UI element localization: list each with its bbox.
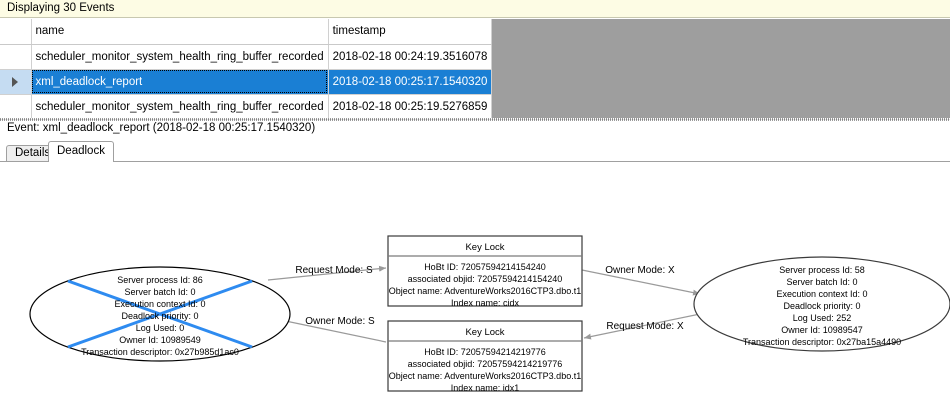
column-header-timestamp[interactable]: timestamp <box>328 19 493 45</box>
keylock-top-box <box>387 235 583 307</box>
row-selector-cell[interactable] <box>0 94 32 119</box>
edge-left-request-line <box>267 265 387 281</box>
events-table: name timestamp scheduler_monitor_system_… <box>0 19 493 119</box>
table-row[interactable]: scheduler_monitor_system_health_ring_buf… <box>0 44 493 70</box>
edge-right-owner-label: Owner Mode: X <box>605 265 675 276</box>
events-count-banner: Displaying 30 Events <box>0 0 950 18</box>
tab-details[interactable]: Details <box>6 145 60 162</box>
row-selector-cell[interactable] <box>0 69 32 95</box>
keylock-top-line-1: associated objid: 72057594214154240 <box>408 274 563 284</box>
edge-right-request-label: Request Mode: X <box>606 321 684 332</box>
events-count-label: Displaying 30 Events <box>7 2 115 14</box>
keylock-bottom-line-3: Index name: idx1 <box>451 383 520 393</box>
keylock-bottom-title: Key Lock <box>465 327 504 338</box>
cell-name[interactable]: xml_deadlock_report <box>31 69 329 95</box>
keylock-top-line-0: HoBt ID: 72057594214154240 <box>424 262 546 272</box>
keylock-bottom-line-0: HoBt ID: 72057594214219776 <box>424 347 546 357</box>
edge-left-owner-label: Owner Mode: S <box>305 316 375 327</box>
edge-right-request-line <box>583 313 701 340</box>
process-left-line-4: Log Used: 0 <box>136 323 185 333</box>
resource-node-keylock-bottom[interactable]: Key Lock HoBt ID: 72057594214219776 asso… <box>387 320 583 393</box>
table-header-row: name timestamp <box>0 19 493 45</box>
process-node-left[interactable]: Server process Id: 86 Server batch Id: 0… <box>29 266 291 362</box>
process-left-line-1: Server batch Id: 0 <box>124 287 195 297</box>
keylock-top-title: Key Lock <box>465 242 504 253</box>
edge-left-owner-line <box>275 317 387 343</box>
process-right-line-1: Server batch Id: 0 <box>786 277 857 287</box>
tab-deadlock-label: Deadlock <box>57 145 105 157</box>
process-right-line-5: Owner Id: 10989547 <box>781 325 863 335</box>
cell-name[interactable]: scheduler_monitor_system_health_ring_buf… <box>31 94 329 119</box>
events-table-body: scheduler_monitor_system_health_ring_buf… <box>0 44 493 119</box>
header-row-selector <box>0 19 32 45</box>
process-left-line-2: Execution context Id: 0 <box>114 299 205 309</box>
keylock-top-line-2: Object name: AdventureWorks2016CTP3.dbo.… <box>389 286 581 296</box>
keylock-bottom-line-2: Object name: AdventureWorks2016CTP3.dbo.… <box>389 371 581 381</box>
keylock-bottom-line-1: associated objid: 72057594214219776 <box>408 359 563 369</box>
victim-x-icon <box>67 279 253 349</box>
edge-right-owner-line <box>581 269 701 296</box>
process-right-line-6: Transaction descriptor: 0x27ba15a4490 <box>743 337 901 347</box>
keylock-top-line-3: Index name: cidx <box>451 298 520 308</box>
tabstrip: Details Deadlock <box>0 141 950 162</box>
row-selector-cell[interactable] <box>0 44 32 70</box>
cell-timestamp[interactable]: 2018-02-18 00:25:19.5276859 <box>328 94 493 119</box>
cell-timestamp[interactable]: 2018-02-18 00:25:17.1540320 <box>328 69 493 95</box>
cell-name[interactable]: scheduler_monitor_system_health_ring_buf… <box>31 44 329 70</box>
resource-node-keylock-top[interactable]: Key Lock HoBt ID: 72057594214154240 asso… <box>387 235 583 308</box>
table-row[interactable]: scheduler_monitor_system_health_ring_buf… <box>0 94 493 119</box>
tab-details-label: Details <box>15 147 51 159</box>
edge-right-owner: Owner Mode: X <box>581 265 701 296</box>
events-table-header: name timestamp <box>0 19 493 45</box>
process-right-line-2: Execution context Id: 0 <box>776 289 867 299</box>
edge-left-owner: Owner Mode: S <box>275 316 387 343</box>
events-grid[interactable]: name timestamp scheduler_monitor_system_… <box>0 19 950 119</box>
column-header-name[interactable]: name <box>31 19 329 45</box>
edge-left-request-label: Request Mode: S <box>295 265 373 276</box>
deadlock-graph: Request Mode: S Owner Mode: S Owner Mode… <box>0 162 950 400</box>
row-selector-arrow-icon <box>12 76 19 87</box>
deadlock-tab-panel: Request Mode: S Owner Mode: S Owner Mode… <box>0 161 950 400</box>
process-right-line-3: Deadlock priority: 0 <box>783 301 860 311</box>
event-header-label: Event: xml_deadlock_report (2018-02-18 0… <box>7 122 316 134</box>
process-node-right[interactable]: Server process Id: 58 Server batch Id: 0… <box>693 256 950 352</box>
edge-left-request: Request Mode: S <box>267 265 387 281</box>
process-left-line-0: Server process Id: 86 <box>117 275 203 285</box>
process-right-line-4: Log Used: 252 <box>793 313 852 323</box>
table-row[interactable]: xml_deadlock_report 2018-02-18 00:25:17.… <box>0 69 493 95</box>
cell-timestamp[interactable]: 2018-02-18 00:24:19.3516078 <box>328 44 493 70</box>
tab-deadlock[interactable]: Deadlock <box>48 141 114 162</box>
edge-right-request: Request Mode: X <box>583 313 701 340</box>
process-right-line-0: Server process Id: 58 <box>779 265 865 275</box>
process-left-line-6: Transaction descriptor: 0x27b985d1ac0 <box>81 347 239 357</box>
process-left-line-3: Deadlock priority: 0 <box>121 311 198 321</box>
keylock-bottom-box <box>387 320 583 392</box>
process-right-ellipse <box>693 256 950 352</box>
process-left-line-5: Owner Id: 10989549 <box>119 335 201 345</box>
event-header: Event: xml_deadlock_report (2018-02-18 0… <box>0 122 950 140</box>
